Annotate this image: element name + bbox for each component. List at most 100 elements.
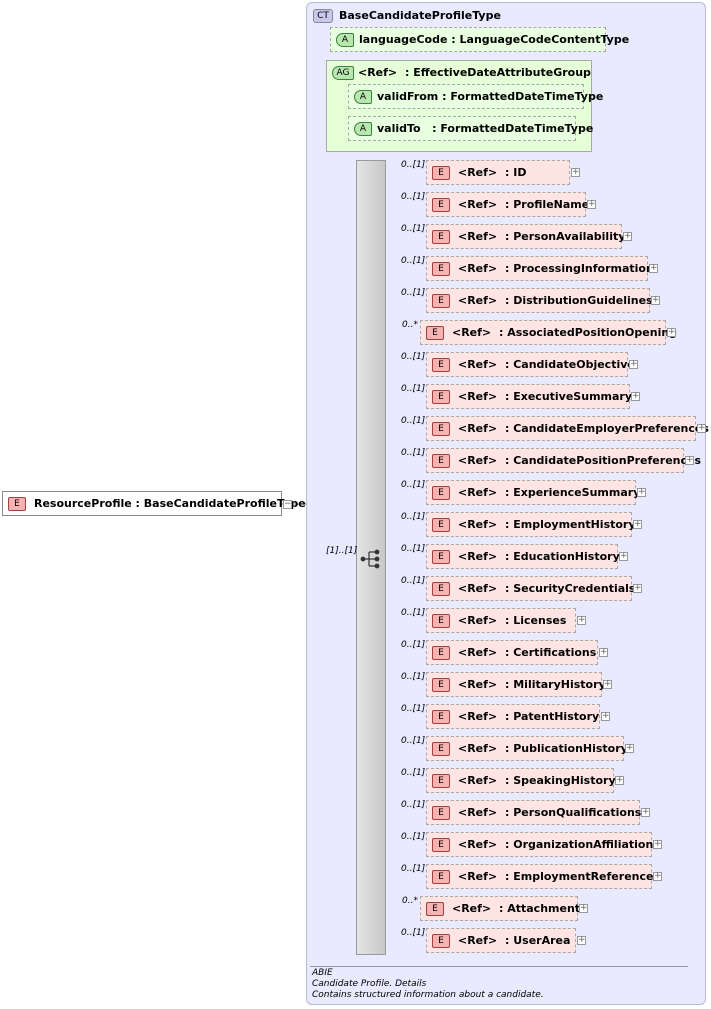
element-name: : CandidateEmployerPreferences bbox=[505, 422, 709, 435]
element-name: : ExperienceSummary bbox=[505, 486, 641, 499]
element-badge: E bbox=[432, 614, 450, 628]
element-cardinality: 0..[1] bbox=[401, 288, 426, 298]
element-ref: <Ref> bbox=[452, 326, 492, 339]
expand-toggle[interactable]: + bbox=[579, 903, 588, 913]
element-candidateobjective[interactable]: E<Ref>: CandidateObjective bbox=[426, 352, 635, 377]
expand-toggle[interactable]: + bbox=[625, 743, 634, 753]
element-cardinality: 0..[1] bbox=[401, 576, 426, 586]
element-name: : UserArea bbox=[505, 934, 571, 947]
expand-toggle[interactable]: + bbox=[603, 679, 612, 689]
expand-toggle[interactable]: + bbox=[649, 263, 658, 273]
expand-toggle[interactable]: + bbox=[587, 199, 596, 209]
element-ref: <Ref> bbox=[458, 646, 498, 659]
element-educationhistory[interactable]: E<Ref>: EducationHistory bbox=[426, 544, 620, 569]
element-ref: <Ref> bbox=[458, 550, 498, 563]
attribute-label: validFrom : FormattedDateTimeType bbox=[377, 90, 604, 103]
element-licenses[interactable]: E<Ref>: Licenses bbox=[426, 608, 576, 633]
element-personavailability[interactable]: E<Ref>: PersonAvailability bbox=[426, 224, 626, 249]
collapse-toggle[interactable]: − bbox=[283, 499, 292, 509]
element-speakinghistory[interactable]: E<Ref>: SpeakingHistory bbox=[426, 768, 616, 793]
expand-toggle[interactable]: + bbox=[577, 615, 586, 625]
element-name: : PublicationHistory bbox=[505, 742, 628, 755]
element-badge: E bbox=[432, 774, 450, 788]
element-employmentreferences[interactable]: E<Ref>: EmploymentReferences bbox=[426, 864, 660, 889]
expand-toggle[interactable]: + bbox=[623, 231, 632, 241]
element-attachment[interactable]: E<Ref>: Attachment bbox=[420, 896, 580, 921]
expand-toggle[interactable]: + bbox=[653, 871, 662, 881]
element-cardinality: 0..[1] bbox=[401, 800, 426, 810]
element-patenthistory[interactable]: E<Ref>: PatentHistory bbox=[426, 704, 600, 729]
expand-toggle[interactable]: + bbox=[631, 391, 640, 401]
expand-toggle[interactable]: + bbox=[633, 583, 642, 593]
element-executivesummary[interactable]: E<Ref>: ExecutiveSummary bbox=[426, 384, 632, 409]
element-candidatepositionpreferences[interactable]: E<Ref>: CandidatePositionPreferences bbox=[426, 448, 701, 473]
element-ref: <Ref> bbox=[458, 934, 498, 947]
element-personqualifications[interactable]: E<Ref>: PersonQualifications bbox=[426, 800, 641, 825]
element-name: : EducationHistory bbox=[505, 550, 620, 563]
sequence-cardinality: [1]..[1] bbox=[326, 546, 358, 556]
expand-toggle[interactable]: + bbox=[641, 807, 650, 817]
expand-toggle[interactable]: + bbox=[651, 295, 660, 305]
element-name: : PatentHistory bbox=[505, 710, 600, 723]
expand-toggle[interactable]: + bbox=[697, 423, 706, 433]
element-badge: E bbox=[432, 486, 450, 500]
element-cardinality: 0..[1] bbox=[401, 928, 426, 938]
element-cardinality: 0..[1] bbox=[401, 256, 426, 266]
element-experiencesummary[interactable]: E<Ref>: ExperienceSummary bbox=[426, 480, 640, 505]
element-name: : SpeakingHistory bbox=[505, 774, 616, 787]
element-publicationhistory[interactable]: E<Ref>: PublicationHistory bbox=[426, 736, 628, 761]
element-cardinality: 0..[1] bbox=[401, 480, 426, 490]
element-ref: <Ref> bbox=[458, 230, 498, 243]
root-element-label: ResourceProfile : BaseCandidateProfileTy… bbox=[34, 497, 306, 510]
attribute-badge: A bbox=[354, 90, 372, 104]
expand-toggle[interactable]: + bbox=[653, 839, 662, 849]
element-name: : EmploymentHistory bbox=[505, 518, 636, 531]
element-ref: <Ref> bbox=[458, 806, 498, 819]
element-profilename[interactable]: E<Ref>: ProfileName bbox=[426, 192, 589, 217]
element-processinginformation[interactable]: E<Ref>: ProcessingInformation bbox=[426, 256, 654, 281]
attribute-label: validTo : FormattedDateTimeType bbox=[377, 122, 594, 135]
element-ref: <Ref> bbox=[458, 678, 498, 691]
element-badge: E bbox=[432, 678, 450, 692]
attribute-validfrom[interactable]: A validFrom : FormattedDateTimeType bbox=[348, 84, 603, 109]
element-name: : CandidatePositionPreferences bbox=[505, 454, 702, 467]
expand-toggle[interactable]: + bbox=[599, 647, 608, 657]
expand-toggle[interactable]: + bbox=[619, 551, 628, 561]
expand-toggle[interactable]: + bbox=[637, 487, 646, 497]
attribute-validto[interactable]: A validTo : FormattedDateTimeType bbox=[348, 116, 593, 141]
attribute-languagecode[interactable]: A languageCode : LanguageCodeContentType bbox=[330, 27, 629, 52]
expand-toggle[interactable]: + bbox=[633, 519, 642, 529]
expand-toggle[interactable]: + bbox=[577, 935, 586, 945]
element-name: : Certifications bbox=[505, 646, 597, 659]
root-element[interactable]: E ResourceProfile : BaseCandidateProfile… bbox=[2, 491, 306, 516]
element-candidateemployerpreferences[interactable]: E<Ref>: CandidateEmployerPreferences bbox=[426, 416, 709, 441]
element-employmenthistory[interactable]: E<Ref>: EmploymentHistory bbox=[426, 512, 636, 537]
element-cardinality: 0..[1] bbox=[401, 864, 426, 874]
element-certifications[interactable]: E<Ref>: Certifications bbox=[426, 640, 598, 665]
element-userarea[interactable]: E<Ref>: UserArea bbox=[426, 928, 576, 953]
element-ref: <Ref> bbox=[458, 742, 498, 755]
expand-toggle[interactable]: + bbox=[615, 775, 624, 785]
element-name: : PersonAvailability bbox=[505, 230, 626, 243]
element-badge: E bbox=[426, 326, 444, 340]
element-militaryhistory[interactable]: E<Ref>: MilitaryHistory bbox=[426, 672, 606, 697]
element-name: : ID bbox=[505, 166, 527, 179]
element-name: : Licenses bbox=[505, 614, 567, 627]
expand-toggle[interactable]: + bbox=[571, 167, 580, 177]
element-badge: E bbox=[432, 198, 450, 212]
expand-toggle[interactable]: + bbox=[601, 711, 610, 721]
element-cardinality: 0..[1] bbox=[401, 384, 426, 394]
element-cardinality: 0..[1] bbox=[401, 512, 426, 522]
expand-toggle[interactable]: + bbox=[629, 359, 638, 369]
element-distributionguidelines[interactable]: E<Ref>: DistributionGuidelines bbox=[426, 288, 653, 313]
expand-toggle[interactable]: + bbox=[685, 455, 694, 465]
element-associatedpositionopening[interactable]: E<Ref>: AssociatedPositionOpening bbox=[420, 320, 677, 345]
element-cardinality: 0..[1] bbox=[401, 736, 426, 746]
element-ref: <Ref> bbox=[452, 902, 492, 915]
expand-toggle[interactable]: + bbox=[667, 327, 676, 337]
element-cardinality: 0..* bbox=[402, 896, 418, 906]
element-organizationaffiliations[interactable]: E<Ref>: OrganizationAffiliations bbox=[426, 832, 660, 857]
element-cardinality: 0..[1] bbox=[401, 160, 426, 170]
element-id[interactable]: E<Ref>: ID bbox=[426, 160, 570, 185]
element-securitycredentials[interactable]: E<Ref>: SecurityCredentials bbox=[426, 576, 635, 601]
